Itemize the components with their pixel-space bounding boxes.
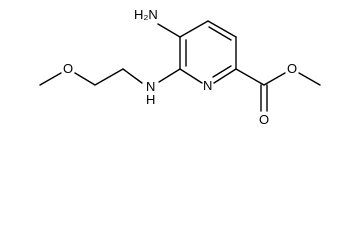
bond-nh-ch2 [122, 68, 143, 84]
bond-ring-c3-c4 [179, 20, 209, 38]
bond-carbonyl-o [263, 72, 286, 86]
pyridine-ring [179, 20, 237, 84]
bond-o-ester-methyl [298, 72, 321, 86]
bond-ring-n-c2 [179, 68, 203, 84]
bond-ring-c4-c5-double [208, 26, 232, 41]
carbonyl-o-label: O [259, 112, 269, 127]
bond-ch2-ch2 [94, 68, 124, 86]
bond-c3-amino [157, 23, 181, 38]
amine-n-label: N [146, 79, 155, 94]
ring-n-label: N [203, 78, 212, 93]
bond-ring-c6-n [213, 68, 237, 84]
amino-group-label: H₂N [134, 7, 158, 22]
ester-o-label: O [287, 61, 297, 76]
amine-h-label: H [146, 92, 155, 107]
bond-c2-nh [158, 68, 181, 83]
bond-ring-c4-c5 [207, 20, 237, 38]
substituent-bonds [39, 23, 321, 112]
bond-o-methyl [39, 72, 62, 86]
bond-ring-c6-n-double [212, 65, 232, 78]
bond-ch2-o [74, 72, 96, 86]
ether-o-label: O [63, 61, 73, 76]
bond-c6-carbonyl [235, 68, 265, 86]
molecule-structure-diagram: H₂N N H N O O O [39, 7, 321, 127]
